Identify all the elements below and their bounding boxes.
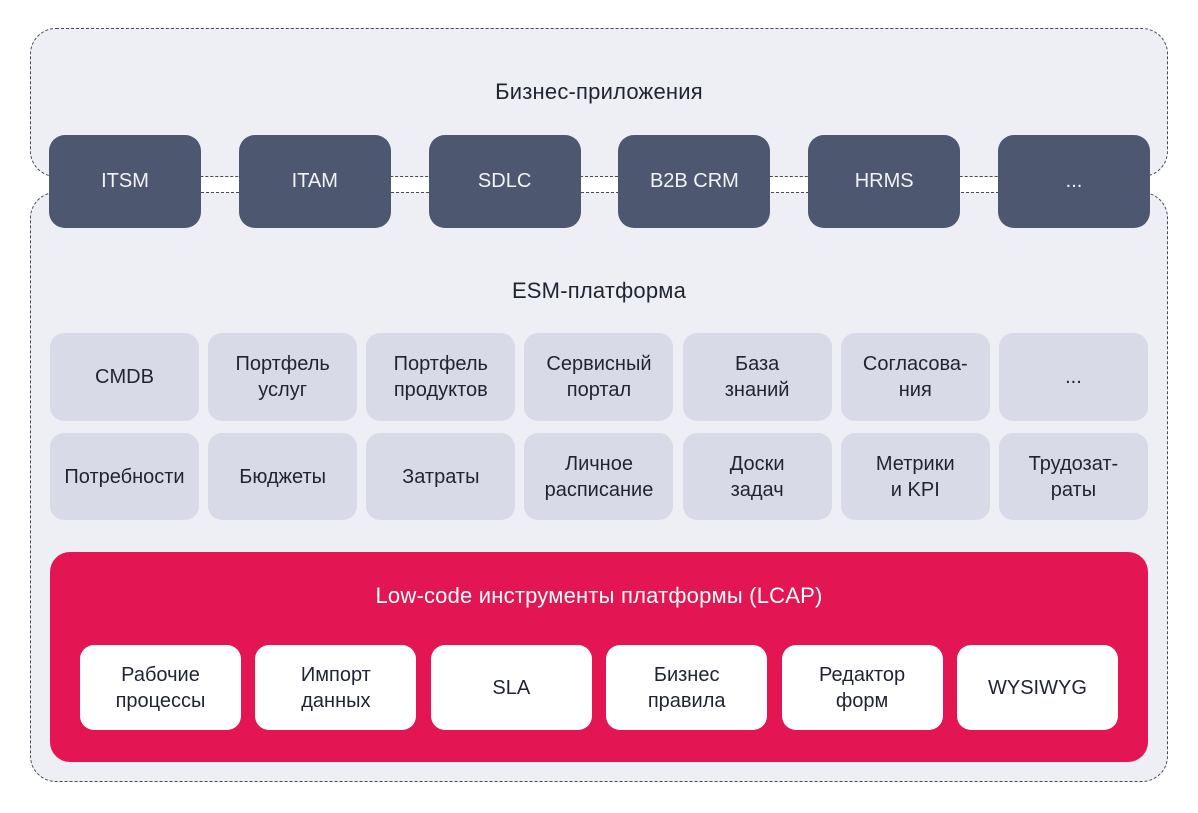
lcap-tool-label: Рабочие процессы [115, 663, 206, 712]
esm-modules-row-1: CMDB Портфель услуг Портфель продуктов С… [50, 333, 1148, 421]
lcap-tool-label: Импорт данных [300, 663, 371, 712]
business-app-label: ... [1065, 170, 1083, 192]
business-apps-row: ITSM ITAM SDLC B2B CRM HRMS ... [49, 135, 1150, 228]
lcap-tool-label: WYSIWYG [988, 676, 1087, 699]
business-app-box: ITAM [238, 135, 391, 228]
esm-module-label: Трудозат- раты [1028, 452, 1119, 501]
esm-module-box: CMDB [50, 333, 199, 421]
business-app-label: SDLC [477, 170, 532, 192]
business-app-box: ... [997, 135, 1150, 228]
esm-module-label: CMDB [95, 366, 154, 388]
esm-module-label: Затраты [402, 465, 480, 488]
lcap-tool-box: Бизнес правила [606, 645, 768, 730]
business-app-label: B2B CRM [649, 170, 739, 192]
esm-module-box: Портфель услуг [208, 333, 358, 421]
lcap-tool-box: Редактор форм [781, 645, 943, 730]
business-app-box: ITSM [49, 135, 201, 228]
lcap-tool-label: Редактор форм [819, 663, 906, 712]
esm-modules-row-2: Потребности Бюджеты Затраты Личное распи… [50, 433, 1148, 520]
lcap-tools-row: Рабочие процессы Импорт данных SLA Бизне… [80, 645, 1118, 730]
esm-platform-title: ESM-платформа [511, 278, 687, 303]
esm-module-label: ... [1065, 366, 1082, 388]
business-app-label: HRMS [854, 170, 914, 192]
esm-module-label: Доски задач [729, 452, 785, 501]
esm-module-box: Затраты [366, 433, 516, 520]
esm-module-label: База знаний [724, 353, 790, 401]
esm-module-label: Потребности [64, 465, 185, 488]
esm-module-label: Метрики и KPI [875, 452, 955, 501]
esm-module-box: Личное расписание [524, 433, 674, 520]
business-app-box: B2B CRM [618, 135, 771, 228]
lcap-panel: Low-code инструменты платформы (LCAP) Ра… [50, 552, 1148, 762]
lcap-tool-box: Рабочие процессы [80, 645, 241, 730]
esm-module-box: Согласова- ния [840, 333, 990, 421]
esm-module-label: Портфель продуктов [393, 353, 488, 401]
esm-module-label: Согласова- ния [862, 353, 968, 401]
esm-module-box: Трудозат- раты [998, 433, 1148, 520]
business-app-box: SDLC [428, 135, 581, 228]
business-app-label: ITAM [291, 170, 338, 192]
esm-module-label: Сервисный портал [546, 353, 652, 401]
esm-module-label: Личное расписание [544, 452, 654, 501]
lcap-tool-label: SLA [492, 676, 531, 699]
esm-module-box: Бюджеты [208, 433, 358, 520]
lcap-tool-label: Бизнес правила [647, 663, 726, 712]
lcap-tool-box: Импорт данных [255, 645, 417, 730]
esm-module-box: Сервисный портал [524, 333, 674, 421]
business-apps-title: Бизнес-приложения [495, 79, 703, 104]
business-apps-layer [30, 28, 1168, 177]
esm-module-label: Бюджеты [239, 465, 327, 488]
business-app-box: HRMS [808, 135, 961, 228]
business-app-label: ITSM [101, 170, 149, 192]
esm-module-box: Портфель продуктов [366, 333, 516, 421]
lcap-title: Low-code инструменты платформы (LCAP) [375, 583, 823, 608]
esm-module-box: База знаний [682, 333, 832, 421]
lcap-tool-box: SLA [430, 645, 592, 730]
lcap-tool-box: WYSIWYG [956, 645, 1118, 730]
esm-module-box: ... [998, 333, 1148, 421]
esm-module-box: Метрики и KPI [840, 433, 990, 520]
esm-module-box: Потребности [50, 433, 199, 520]
esm-module-label: Портфель услуг [235, 353, 330, 401]
esm-module-box: Доски задач [682, 433, 832, 520]
